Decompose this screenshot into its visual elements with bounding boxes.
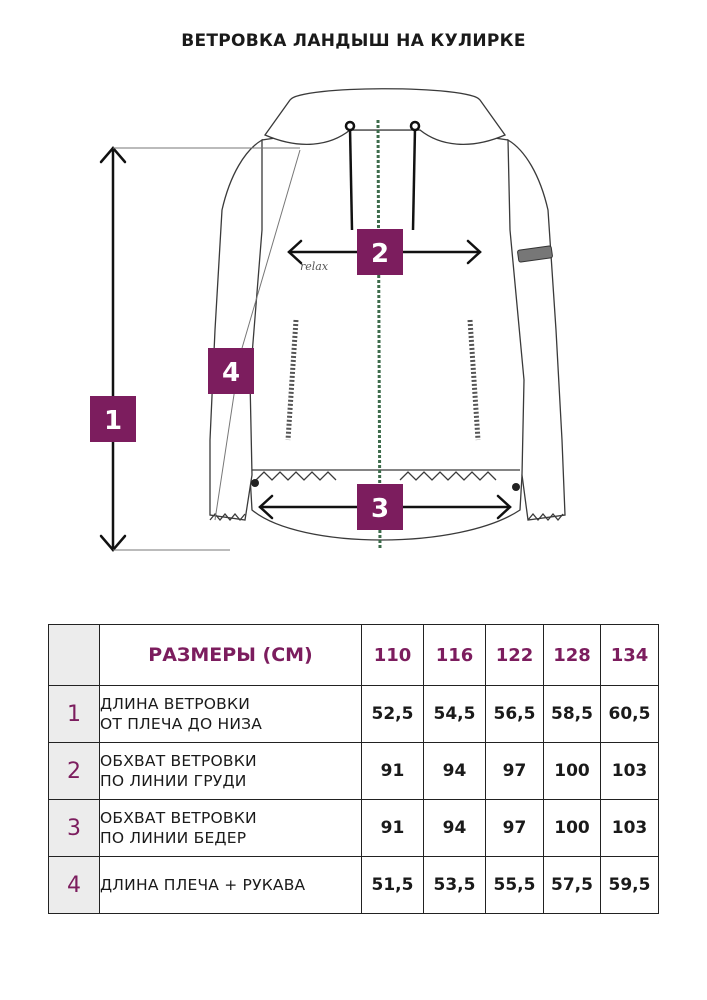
row-number: 2 [48, 742, 100, 800]
row-value: 100 [543, 799, 601, 857]
row-value: 53,5 [423, 856, 486, 914]
header-corner [48, 624, 100, 686]
row-value: 58,5 [543, 685, 601, 743]
page-title: ВЕТРОВКА ЛАНДЫШ НА КУЛИРКЕ [181, 31, 526, 51]
row-value: 55,5 [485, 856, 544, 914]
header-size: 116 [423, 624, 486, 686]
size-table: РАЗМЕРЫ (СМ) 110 116 122 128 134 1 ДЛИНА… [48, 624, 659, 914]
left-sleeve [209, 138, 263, 521]
toggle-left [251, 479, 259, 487]
row-value: 91 [361, 799, 424, 857]
header-size: 122 [485, 624, 544, 686]
right-sleeve [507, 138, 566, 521]
row-value: 52,5 [361, 685, 424, 743]
svg-text:4: 4 [222, 358, 240, 388]
row-value: 91 [361, 742, 424, 800]
sleeve-patch [517, 245, 553, 263]
header-size: 134 [600, 624, 659, 686]
row-description: ДЛИНА ПЛЕЧА + РУКАВА [99, 856, 362, 914]
right-cuff [527, 512, 564, 522]
row-number: 3 [48, 799, 100, 857]
row-value: 100 [543, 742, 601, 800]
row-value: 94 [423, 799, 486, 857]
jacket-drawing [209, 88, 566, 541]
row-value: 59,5 [600, 856, 659, 914]
row-number: 4 [48, 856, 100, 914]
zipper [376, 119, 382, 551]
header-label: РАЗМЕРЫ (СМ) [99, 624, 362, 686]
header-size: 128 [543, 624, 601, 686]
hem-ruffle [255, 471, 497, 481]
brand-text: relax [300, 260, 329, 273]
badge-2: 2 [357, 229, 403, 275]
row-number: 1 [48, 685, 100, 743]
badge-4: 4 [208, 348, 254, 394]
row-value: 56,5 [485, 685, 544, 743]
row-value: 51,5 [361, 856, 424, 914]
row-value: 54,5 [423, 685, 486, 743]
svg-text:2: 2 [371, 239, 389, 269]
jacket-illustration: relax 1 2 3 4 [90, 88, 566, 552]
table-header-row: РАЗМЕРЫ (СМ) 110 116 122 128 134 [48, 624, 659, 686]
hood [264, 88, 506, 145]
badge-1: 1 [90, 396, 136, 442]
svg-text:3: 3 [371, 494, 389, 524]
table-row: 4 ДЛИНА ПЛЕЧА + РУКАВА 51,5 53,5 55,5 57… [48, 856, 659, 914]
pockets [285, 319, 481, 441]
header-size: 110 [361, 624, 424, 686]
row-value: 97 [485, 799, 544, 857]
row-value: 103 [600, 742, 659, 800]
row-value: 94 [423, 742, 486, 800]
toggle-right [512, 483, 520, 491]
row-value: 97 [485, 742, 544, 800]
row-value: 57,5 [543, 856, 601, 914]
svg-text:1: 1 [104, 406, 122, 436]
row-value: 60,5 [600, 685, 659, 743]
badge-3: 3 [357, 484, 403, 530]
row-value: 103 [600, 799, 659, 857]
drawstrings [344, 120, 421, 231]
